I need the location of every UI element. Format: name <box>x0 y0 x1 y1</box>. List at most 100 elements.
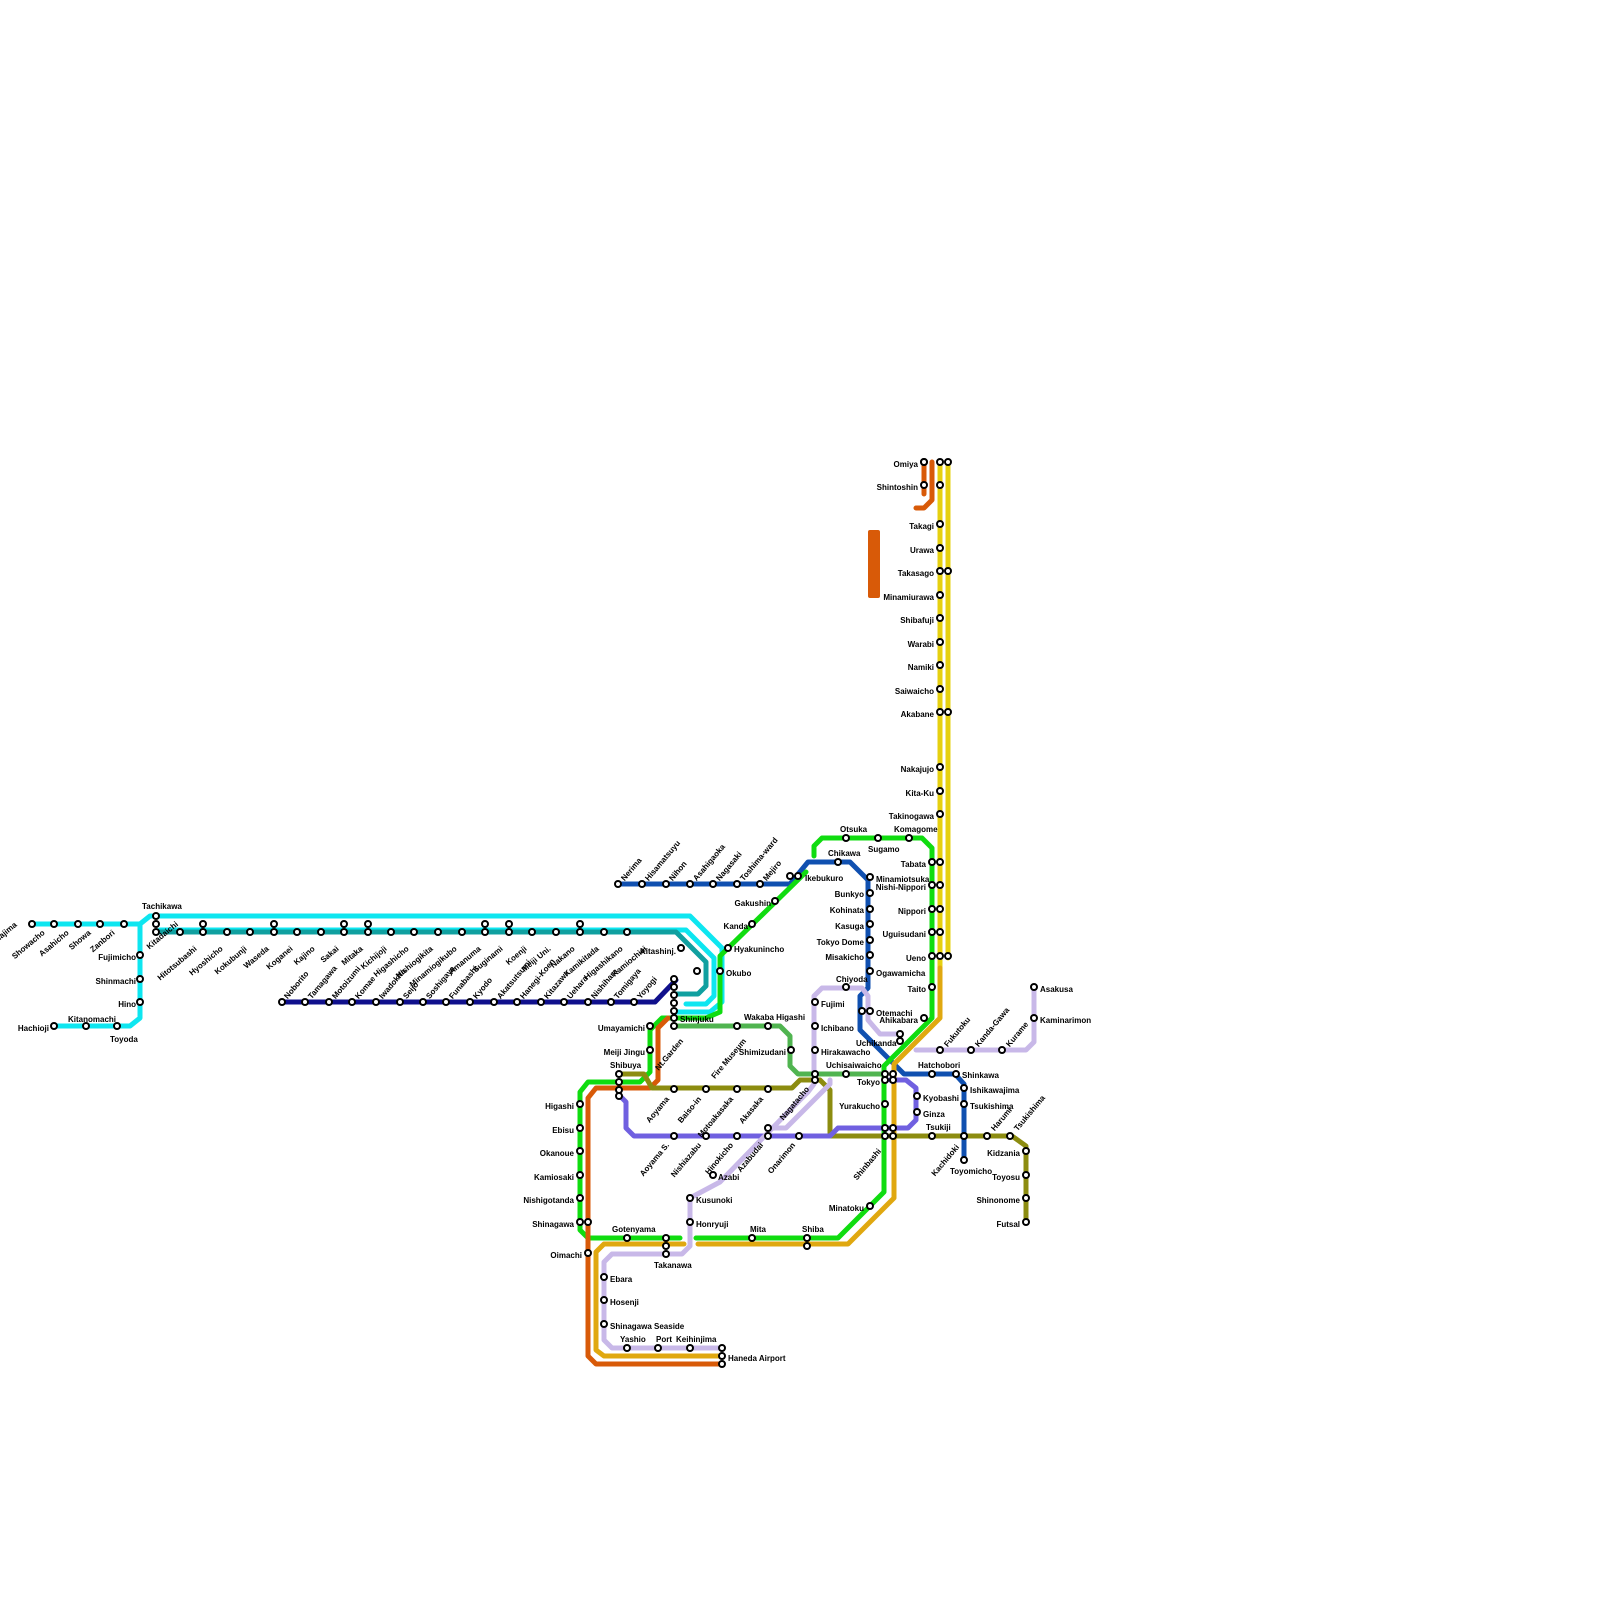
station-marker[interactable] <box>481 928 489 936</box>
station-marker[interactable] <box>936 858 944 866</box>
station-marker[interactable] <box>340 928 348 936</box>
station-marker[interactable] <box>576 1171 584 1179</box>
station-marker[interactable] <box>670 1132 678 1140</box>
station-marker[interactable] <box>686 880 694 888</box>
station-marker[interactable] <box>889 1124 897 1132</box>
station-marker[interactable] <box>756 880 764 888</box>
station-marker[interactable] <box>176 928 184 936</box>
station-ogawamicha[interactable]: Ogawamicha <box>866 967 926 978</box>
station-marker[interactable] <box>615 1092 623 1100</box>
station-marker[interactable] <box>630 998 638 1006</box>
station-shintoshin[interactable]: Shintoshin <box>877 481 928 492</box>
station-marker[interactable] <box>615 1070 623 1078</box>
station-marker[interactable] <box>913 1092 921 1100</box>
station-fujimi[interactable]: Fujimi <box>811 998 845 1009</box>
station-marker[interactable] <box>881 1100 889 1108</box>
station-marker[interactable] <box>803 1242 811 1250</box>
station-meiji-jingu[interactable]: Meiji Jingu <box>604 1046 654 1057</box>
station-marker[interactable] <box>576 1194 584 1202</box>
station-motoakasaka[interactable]: Motoakasaka <box>696 1085 741 1139</box>
station-marker[interactable] <box>866 889 874 897</box>
station-otemachi[interactable]: Otemachi <box>866 1007 912 1018</box>
station-marker[interactable] <box>505 920 513 928</box>
station-marker[interactable] <box>881 1124 889 1132</box>
station-kohinata[interactable]: Kohinata <box>830 905 874 915</box>
station-marker[interactable] <box>811 1076 819 1084</box>
station-marker[interactable] <box>623 1234 631 1242</box>
station-marker[interactable] <box>1030 983 1038 991</box>
station-nishiazabu[interactable]: Nishiazabu <box>669 1132 710 1179</box>
station-marker[interactable] <box>858 1007 866 1015</box>
station-marker[interactable] <box>764 1132 772 1140</box>
station-fujimicho[interactable]: Fujimicho <box>98 951 144 962</box>
station-marker[interactable] <box>936 685 944 693</box>
station-marker[interactable] <box>293 928 301 936</box>
station-marker[interactable] <box>702 1132 710 1140</box>
station-marker[interactable] <box>136 951 144 959</box>
station-marker[interactable] <box>709 1171 717 1179</box>
station-marker[interactable] <box>724 944 732 952</box>
station-marker[interactable] <box>670 1085 678 1093</box>
station-marker[interactable] <box>866 936 874 944</box>
station-ginza[interactable]: Ginza <box>913 1108 945 1119</box>
station-yashio[interactable]: Yashio <box>620 1335 646 1352</box>
station-marker[interactable] <box>1030 1014 1038 1022</box>
station-marker[interactable] <box>936 708 944 716</box>
station-kasuga[interactable]: Kasuga <box>835 920 874 931</box>
station-marker[interactable] <box>576 1147 584 1155</box>
station-marker[interactable] <box>600 928 608 936</box>
station-marker[interactable] <box>718 1360 726 1368</box>
station-azabi[interactable]: Azabi <box>709 1171 739 1182</box>
station-marker[interactable] <box>662 1250 670 1258</box>
station-marker[interactable] <box>936 928 944 936</box>
station-marker[interactable] <box>576 920 584 928</box>
station-marker[interactable] <box>874 834 882 842</box>
station-marker[interactable] <box>686 1218 694 1226</box>
station-aoyama[interactable]: Aoyama <box>644 1085 678 1124</box>
station-marker[interactable] <box>576 1218 584 1226</box>
station-marker[interactable] <box>842 1070 850 1078</box>
station-tsukishima[interactable]: Tsukishima <box>960 1100 1014 1111</box>
station-mita[interactable]: Mita <box>748 1225 767 1242</box>
station-kamiosaki[interactable]: Kamiosaki <box>534 1171 584 1182</box>
station-marker[interactable] <box>654 1344 662 1352</box>
station-marker[interactable] <box>913 1108 921 1116</box>
station-marker[interactable] <box>733 1132 741 1140</box>
station-marker[interactable] <box>936 905 944 913</box>
station-tabata[interactable]: Tabata <box>901 858 936 869</box>
station-minamiurawa[interactable]: Minamiurawa <box>883 591 944 602</box>
station-marker[interactable] <box>662 1234 670 1242</box>
station-asakusa[interactable]: Asakusa <box>1030 983 1073 994</box>
station-kanda-gawa[interactable]: Kanda-Gawa <box>967 1005 1012 1054</box>
station-marker[interactable] <box>223 928 231 936</box>
station-fukutoku[interactable]: Fukutoku <box>936 1015 972 1054</box>
station-marker[interactable] <box>340 920 348 928</box>
station-marker[interactable] <box>936 458 944 466</box>
station-shimizudani[interactable]: Shimizudani <box>739 1046 795 1057</box>
station-ebisu[interactable]: Ebisu <box>552 1124 584 1135</box>
station-hirakawacho[interactable]: Hirakawacho <box>811 1046 870 1057</box>
station-otsuka[interactable]: Otsuka <box>840 825 868 842</box>
station-marker[interactable] <box>716 967 724 975</box>
station-marker[interactable] <box>764 1022 772 1030</box>
station-ikebukuro[interactable]: Ikebukuro <box>794 872 843 883</box>
station-marker[interactable] <box>348 998 356 1006</box>
station-ebara[interactable]: Ebara <box>600 1273 633 1284</box>
station-marker[interactable] <box>811 998 819 1006</box>
station-marker[interactable] <box>803 1234 811 1242</box>
station-toshima-ward[interactable]: Toshima-ward <box>733 836 780 888</box>
station-chikawa[interactable]: Chikawa <box>828 849 861 866</box>
station-marker[interactable] <box>866 967 874 975</box>
station-marker[interactable] <box>28 920 36 928</box>
station-marker[interactable] <box>866 951 874 959</box>
station-kusunoki[interactable]: Kusunoki <box>686 1194 732 1205</box>
station-namiki[interactable]: Namiki <box>908 661 944 672</box>
station-marker[interactable] <box>1022 1218 1030 1226</box>
station-marker[interactable] <box>718 1352 726 1360</box>
station-marker[interactable] <box>246 928 254 936</box>
station-marker[interactable] <box>928 1070 936 1078</box>
station-haneda-airport[interactable]: Haneda Airport <box>718 1352 786 1363</box>
station-marker[interactable] <box>670 991 678 999</box>
station-takanawa[interactable]: Takanawa <box>654 1242 692 1270</box>
station-marker[interactable] <box>795 1132 803 1140</box>
